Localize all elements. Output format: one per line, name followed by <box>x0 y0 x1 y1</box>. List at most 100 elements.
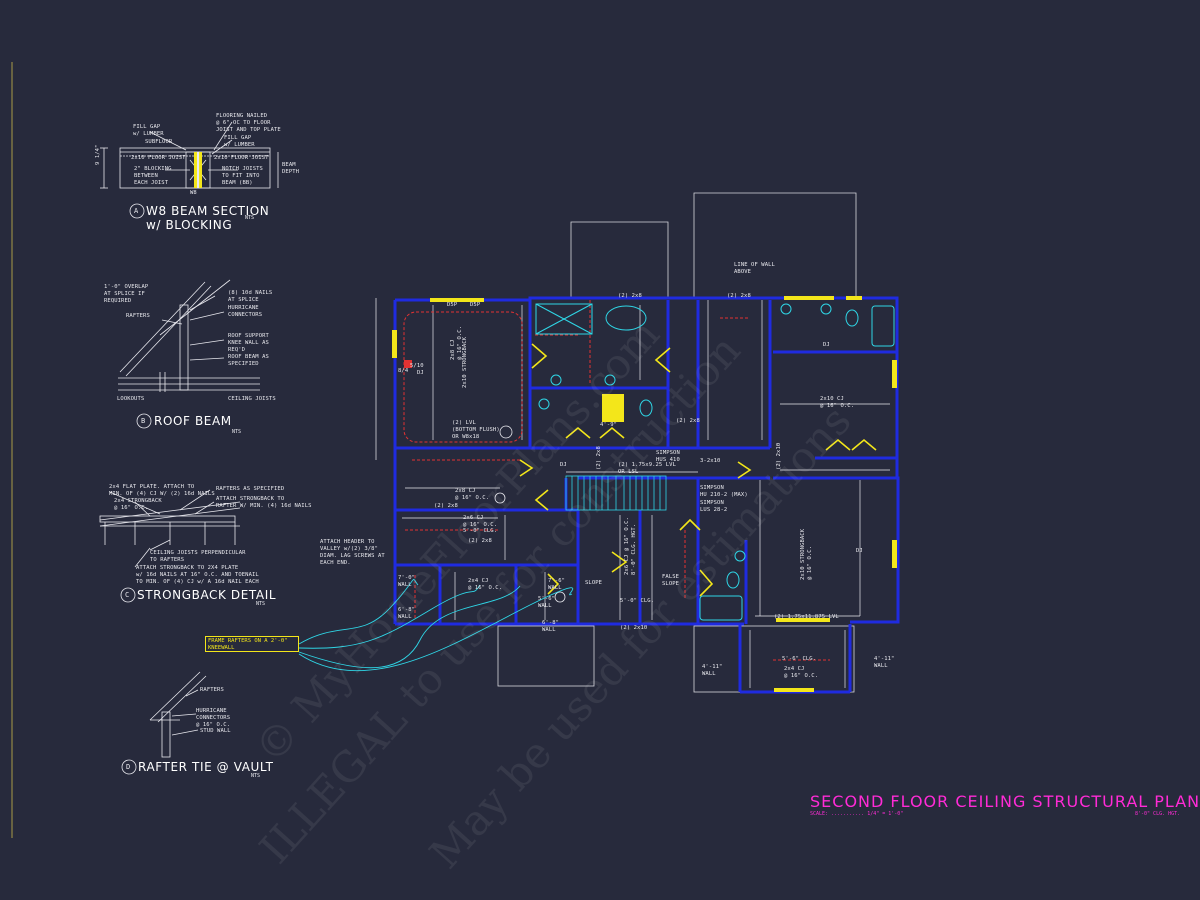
plan-label-slope: SLOPE <box>585 580 603 586</box>
plan-label-dj-3: DJ <box>856 548 863 554</box>
detail-a-label-subfloor: SUBFLOOR <box>145 139 173 145</box>
plan-label-line-of-wall: LINE OF WALL ABOVE <box>734 262 775 275</box>
plan-label-dj-2: DJ <box>417 370 424 376</box>
plan-label-attach-header: ATTACH HEADER TO VALLEY w/(2) 3/8" DIAM.… <box>320 539 385 566</box>
detail-c-label-ceiling-joists: CEILING JOISTS PERPENDICULAR TO RAFTERS <box>150 550 246 563</box>
section-marker-a-plan <box>499 425 513 439</box>
plan-label-wall-3: 7'-6" WALL <box>548 578 566 591</box>
section-marker-b-plan <box>494 492 506 504</box>
detail-b-marker: B <box>141 417 146 425</box>
detail-a-label-floor-joist-left: 2x10 FLOOR JOIST <box>131 155 186 161</box>
detail-b-drawing <box>118 279 260 392</box>
detail-d-marker: D <box>126 763 131 771</box>
plan-label-lvl-2: (2) 1.75x9.25 LVL OR LSL <box>618 462 676 475</box>
roof-outline <box>375 192 857 693</box>
detail-a-scale: NTS <box>245 215 255 221</box>
plan-label-dsp-2: D5P <box>470 302 481 308</box>
detail-d-label-stud-wall: STUD WALL <box>200 728 231 734</box>
detail-d-marker-circle <box>121 759 137 775</box>
plan-yellow-elements <box>392 296 897 692</box>
detail-a-title-line2: w/ BLOCKING <box>146 218 233 232</box>
plan-label-dj-1: DJ <box>823 342 830 348</box>
plan-label-header-9: (2) 2x10 <box>620 625 648 631</box>
plan-label-clg-3: 5'-6" CLG. <box>782 656 817 662</box>
plan-label-header-8: (2) 2x8 <box>468 538 492 544</box>
plan-label-strongback-1: 2x10 STRONGBACK <box>462 336 468 388</box>
plan-label-lvl-3: (2) 1.75x11.875 LVL <box>774 614 839 620</box>
plan-label-cj-3: 2x8 CJ @ 16" O.C. <box>455 488 490 501</box>
detail-d-drawing <box>149 671 207 758</box>
plan-label-cj-5: 2x4 CJ @ 16" O.C. <box>468 578 503 591</box>
plan-fixtures <box>535 303 895 621</box>
plan-label-lvl-1: (2) LVL (BOTTOM FLUSH) OR W8x18 <box>452 420 500 440</box>
detail-a-label-floor-joist-right: 2x10 FLOOR JOIST <box>214 155 269 161</box>
plan-beams-dashed <box>403 300 830 661</box>
plan-label-cj-6: 2x4 CJ @ 16" O.C. <box>784 666 819 679</box>
plan-label-wall-5: 6'-8" WALL <box>542 620 560 633</box>
plan-label-wall-1: 7'-0" WALL <box>398 575 416 588</box>
plan-label-cj-clg: 2x6 CJ @ 16" O.C. 8'-0" CLG. HGT. <box>624 517 637 575</box>
plan-label-header-2: (2) 2x8 <box>727 293 751 299</box>
detail-b-label-nails: (8) 10d NAILS AT SPLICE <box>228 290 273 303</box>
detail-a-label-dimension: 9 1/4" <box>95 144 101 165</box>
callout-leaders <box>298 578 574 672</box>
detail-d-label-rafters: RAFTERS <box>200 687 224 693</box>
plan-label-header-5: 3-2x10 <box>700 458 721 464</box>
detail-c-marker-circle <box>120 587 136 603</box>
plan-stairs <box>565 475 667 511</box>
plan-label-header-1: (2) 2x8 <box>618 293 642 299</box>
plan-label-simpson-1: SIMPSON HUS 410 <box>656 450 680 463</box>
detail-c-drawing <box>99 489 241 568</box>
detail-a-yellow-accents <box>194 152 202 188</box>
plan-scale: SCALE: ........... 1/4" = 1'-0" <box>810 811 904 817</box>
detail-c-label-attach-plate: ATTACH STRONGBACK TO 2X4 PLATE w/ 16d NA… <box>136 565 259 585</box>
detail-c-label-attach-rafter: ATTACH STRONGBACK TO RAFTER W/ MIN. (4) … <box>216 496 312 509</box>
plan-label-false-slope: FALSE SLOPE <box>662 574 680 587</box>
plan-label-wall-6: 4'-11" WALL <box>702 664 723 677</box>
plan-label-header-6: (2) 2x8 <box>434 503 458 509</box>
plan-label-dim: 4'-9" <box>600 422 618 428</box>
detail-b-label-rafters: RAFTERS <box>126 313 150 319</box>
detail-a-label-fill-gap-left: FILL GAP w/ LUMBER <box>133 124 164 137</box>
detail-c-scale: NTS <box>256 601 266 607</box>
plan-label-dsp-1: D5P <box>447 302 458 308</box>
detail-b-label-roof-beam: ROOF BEAM AS SPECIFIED <box>228 354 269 367</box>
detail-a-marker-circle <box>129 203 145 219</box>
detail-c-marker: C <box>125 591 130 599</box>
detail-d-title: RAFTER TIE @ VAULT <box>138 760 274 774</box>
detail-b-scale: NTS <box>232 429 242 435</box>
detail-a-title-line1: W8 BEAM SECTION <box>146 204 270 218</box>
detail-c-label-strongback: 2x4 STRONGBACK @ 16" O.C. <box>114 498 162 511</box>
detail-b-title: ROOF BEAM <box>154 414 232 428</box>
plan-label-wall-7: 4'-11" WALL <box>874 656 895 669</box>
plan-label-post-2: 8/4 <box>398 368 409 374</box>
detail-b-label-overlap: 1'-0" OVERLAP AT SPLICE IF REQUIRED <box>104 284 149 304</box>
detail-a-marker: A <box>134 207 139 215</box>
detail-a-label-beam-depth: BEAM DEPTH <box>282 162 300 175</box>
plan-ceiling-height: 8'-0" CLG. HGT. <box>1135 811 1181 817</box>
detail-b-marker-circle <box>136 413 152 429</box>
kneewall-callout: FRAME RAFTERS ON A 2'-0" KNEEWALL <box>205 636 299 652</box>
detail-a-label-fill-gap-right: FILL GAP w/ LUMBER <box>224 135 255 148</box>
plan-label-cj-4: 2x6 CJ @ 16" O.C. <box>463 515 498 528</box>
plan-label-dj-4: DJ <box>560 462 567 468</box>
plan-label-simpson-3: SIMPSON LUS 28-2 <box>700 500 728 513</box>
plan-door-swings <box>519 343 877 597</box>
detail-a-label-w8: W8 <box>190 190 197 196</box>
plan-label-clg-1: 5'-0" CLG. <box>463 528 498 534</box>
plan-label-wall-4: 5'-6" WALL <box>538 596 556 609</box>
plan-label-post-1: 5/10 <box>410 363 424 369</box>
detail-b-label-ceiling-joists: CEILING JOISTS <box>228 396 276 402</box>
plan-title: SECOND FLOOR CEILING STRUCTURAL PLAN <box>810 792 1200 811</box>
plan-label-cj-2: 2x10 CJ @ 16" O.C. <box>820 396 855 409</box>
plan-label-simpson-2: SIMPSON HU 210-2 (MAX) <box>700 485 748 498</box>
detail-d-scale: NTS <box>251 773 261 779</box>
plan-label-header-3: (2) 2x8 <box>676 418 700 424</box>
detail-a-label-blocking: 2" BLOCKING BETWEEN EACH JOIST <box>134 166 172 186</box>
detail-b-label-hurricane: HURRICANE CONNECTORS <box>228 305 263 318</box>
section-marker-c-plan <box>554 591 566 603</box>
plan-label-clg-2: 5'-0" CLG. <box>620 598 655 604</box>
detail-a-label-notch: NOTCH JOISTS TO FIT INTO BEAM (BB) <box>222 166 263 186</box>
plan-label-wall-2: 6'-8" WALL <box>398 607 416 620</box>
